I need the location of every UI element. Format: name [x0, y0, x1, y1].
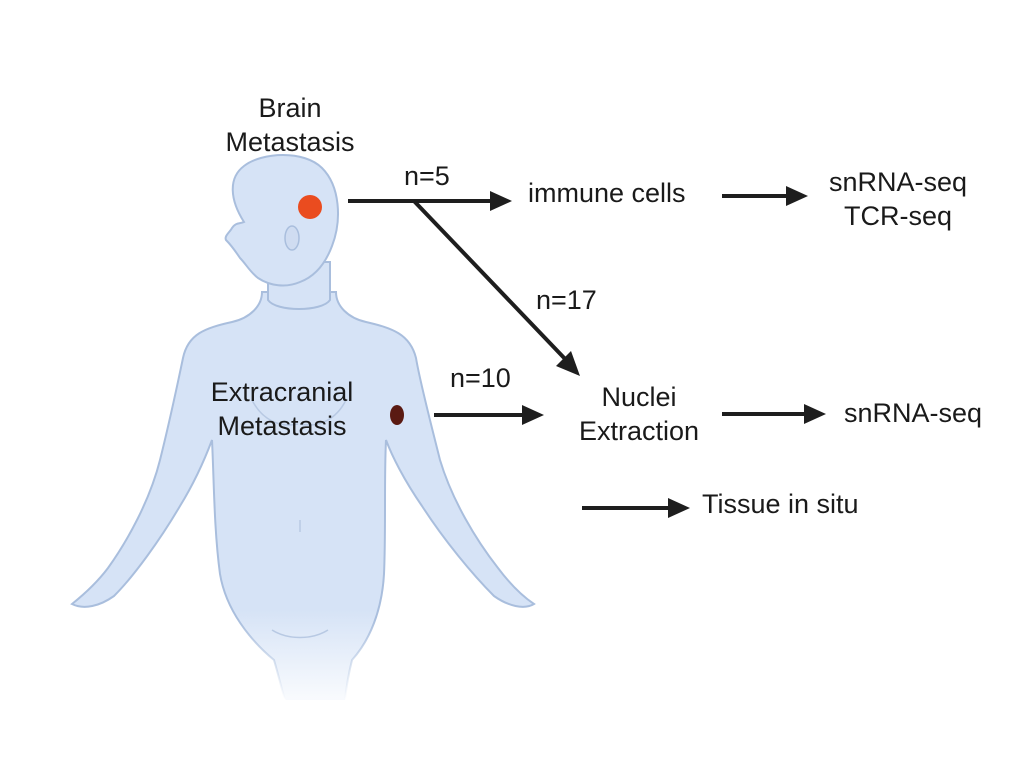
count-brain-to-nuclei: n=17: [536, 285, 597, 315]
count-brain-to-immune: n=5: [404, 161, 450, 191]
count-extracranial-to-nuclei: n=10: [450, 363, 511, 393]
brain-lesion: [298, 195, 322, 219]
nuclei-extraction-label: Nuclei Extraction: [578, 382, 700, 446]
extracranial-metastasis-label: Extracranial Metastasis: [210, 377, 354, 441]
extracranial-lesion: [390, 405, 404, 425]
arrowhead-extracranial-to-nuclei: [522, 405, 544, 425]
immune-outputs-label: snRNA-seq TCR-seq: [828, 167, 968, 231]
arrowhead-nuclei-to-snrna: [804, 404, 826, 424]
arrowhead-brain-to-immune: [490, 191, 512, 211]
head: [224, 154, 339, 287]
arrow-brain-to-nuclei: [412, 199, 570, 364]
brain-metastasis-label: Brain Metastasis: [225, 93, 355, 157]
arrowhead-immune-to-outputs: [786, 186, 808, 206]
arrowhead-brain-to-nuclei: [556, 351, 580, 376]
ear: [284, 225, 300, 251]
immune-cells-label: immune cells: [528, 178, 686, 208]
arrowhead-tissue-in-situ: [668, 498, 690, 518]
tissue-in-situ-label: Tissue in situ: [702, 489, 859, 519]
human-body-figure: [70, 154, 536, 701]
arrows: [348, 186, 826, 518]
nuclei-output-label: snRNA-seq: [844, 398, 983, 428]
body-contour-lines: [251, 399, 347, 639]
body-silhouette: [70, 291, 536, 701]
